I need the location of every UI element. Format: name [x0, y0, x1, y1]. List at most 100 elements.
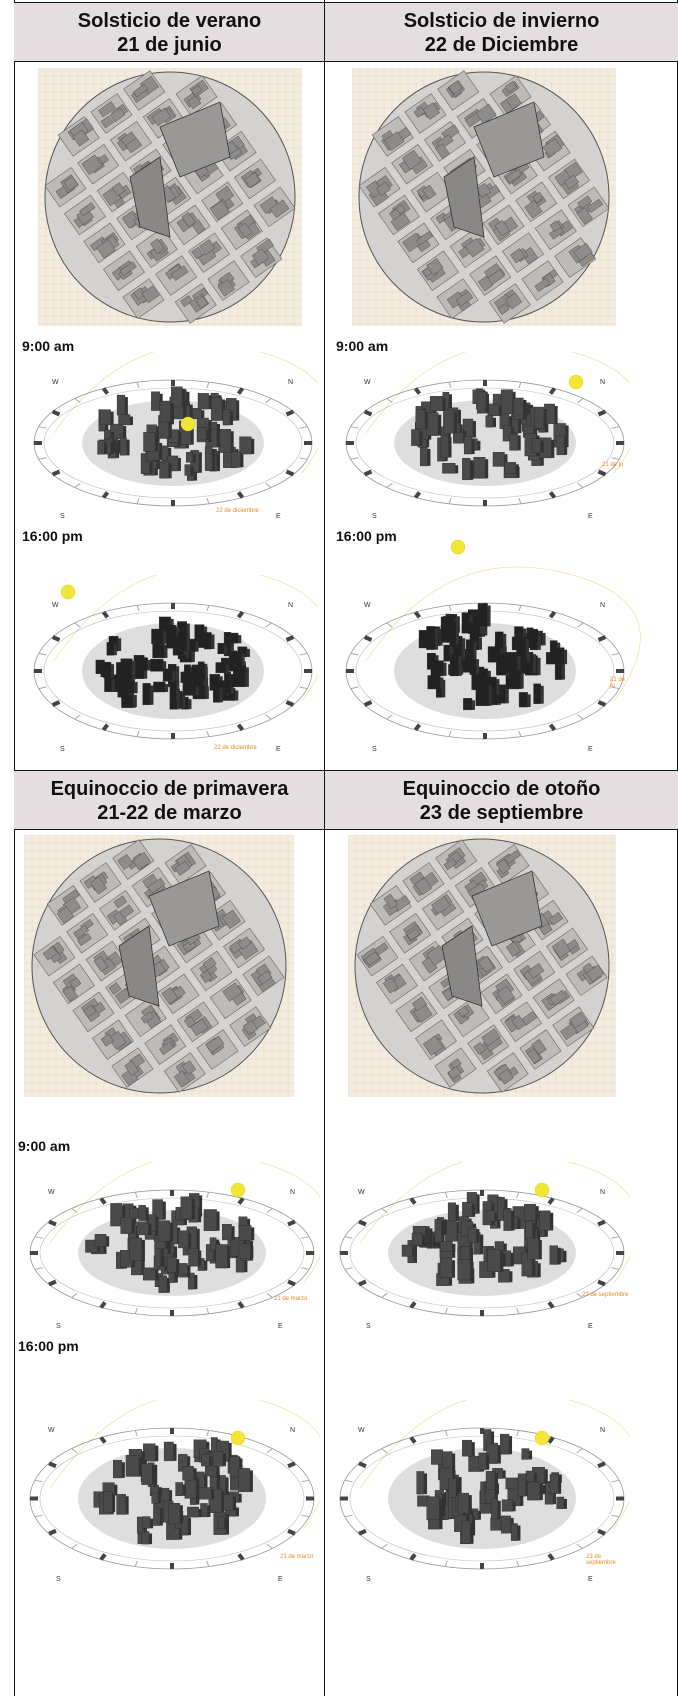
building-side [152, 1465, 156, 1485]
compass-tick [38, 652, 47, 656]
building-side [542, 1485, 546, 1495]
building-side [470, 460, 474, 480]
building-side [498, 405, 502, 416]
building [180, 295, 193, 308]
compass-tick [206, 381, 210, 389]
building [94, 1234, 107, 1247]
compass-tick [287, 1528, 296, 1536]
sun-icon [534, 1182, 550, 1198]
building-side [250, 1245, 254, 1259]
compass-tick [611, 686, 620, 690]
building-side [543, 409, 547, 429]
compass-tick [611, 1514, 620, 1518]
building [364, 951, 380, 966]
building [100, 1033, 114, 1047]
building-side [132, 660, 136, 680]
building [505, 93, 522, 110]
building [457, 1492, 470, 1514]
building-side [141, 1239, 145, 1261]
building [366, 180, 384, 199]
building-side [198, 452, 202, 473]
compass-tick [206, 497, 210, 505]
compass-tick [34, 1236, 43, 1239]
compass-tick [547, 1301, 555, 1309]
building [125, 1455, 140, 1477]
header-title: Equinoccio de otoño [402, 778, 601, 800]
building [413, 106, 426, 118]
compass-tick [34, 1514, 43, 1518]
building [103, 1491, 113, 1513]
compass-s: S [372, 746, 377, 753]
building [186, 451, 193, 463]
building [244, 172, 261, 188]
building-side [550, 1212, 554, 1231]
time-label-pm: 16:00 pm [22, 528, 83, 544]
building-side [251, 1227, 255, 1241]
compass-tick [363, 409, 373, 417]
compass-ticks [34, 380, 312, 506]
building-side [537, 1263, 541, 1278]
building [77, 933, 92, 946]
site-plan-drawing [348, 835, 616, 1097]
building-side [162, 1201, 166, 1220]
compass-tick [611, 457, 620, 460]
building [510, 1523, 518, 1541]
building-side [471, 1442, 475, 1457]
shadow-plaza [148, 870, 220, 947]
compass-tick [71, 1543, 78, 1549]
building-side [178, 431, 182, 443]
building-side [188, 699, 192, 710]
building [531, 1038, 547, 1055]
building [120, 1217, 132, 1234]
building-side [110, 441, 114, 455]
building [181, 212, 196, 228]
building-side [226, 664, 230, 673]
building [229, 1456, 240, 1478]
building-side [505, 686, 509, 704]
building-side [456, 1480, 460, 1498]
building [141, 1531, 150, 1545]
building [198, 1487, 212, 1500]
building [153, 681, 166, 693]
building [554, 662, 563, 680]
building-side [238, 635, 242, 644]
building-side [117, 439, 121, 454]
building [125, 137, 142, 154]
building [500, 1433, 510, 1455]
compass-tick [285, 635, 295, 642]
building [422, 102, 440, 120]
building-side [558, 1476, 562, 1494]
building [409, 871, 425, 885]
building [448, 80, 463, 95]
building-side [240, 453, 244, 468]
building-side [533, 428, 537, 438]
building-side [134, 681, 138, 694]
compass-tick [206, 1430, 210, 1437]
building [439, 1258, 453, 1278]
building-side [168, 417, 172, 439]
compass-tick [38, 426, 47, 429]
building [159, 400, 171, 423]
compass-tick [206, 1191, 210, 1199]
building [117, 854, 134, 870]
building [440, 435, 449, 458]
compass-ticks [34, 603, 312, 739]
building [151, 1492, 159, 1504]
building-side [470, 1522, 474, 1544]
building-side [564, 649, 568, 665]
building-side [193, 1468, 197, 1481]
building-side [176, 678, 180, 701]
building-side [186, 623, 190, 640]
building-side [496, 679, 500, 695]
compass-s: S [56, 1576, 61, 1583]
building [478, 1452, 487, 1470]
compass-tick [363, 469, 373, 477]
building [516, 636, 527, 657]
building-side [551, 439, 555, 458]
building [62, 985, 78, 1003]
building-side [448, 437, 452, 458]
compass-ticks [30, 1190, 314, 1316]
building-side [515, 464, 519, 474]
